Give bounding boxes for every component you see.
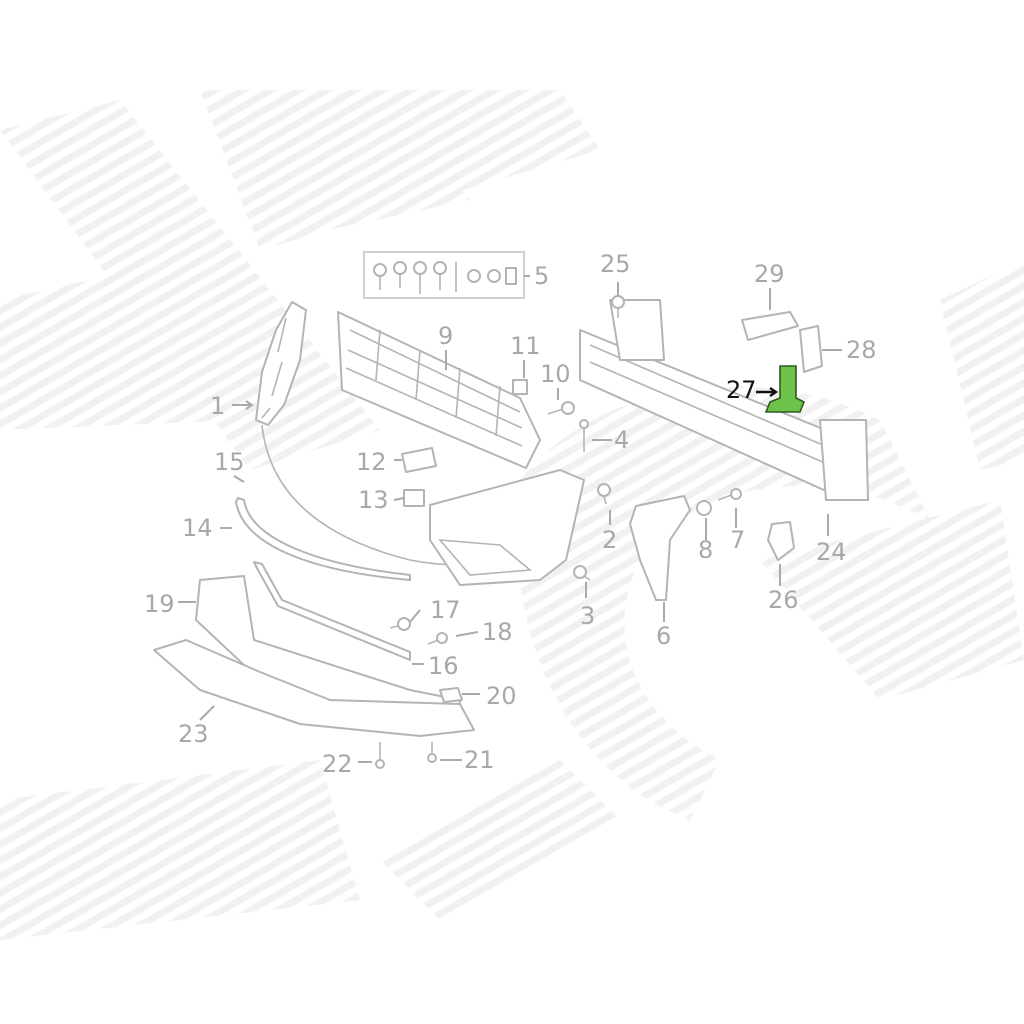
part-18-bolt	[427, 632, 448, 645]
callout-23: 23	[178, 720, 209, 748]
part-22-screw	[375, 742, 385, 769]
callout-3: 3	[580, 602, 595, 630]
callout-1: 1	[210, 392, 225, 420]
part-5-fastener-set	[363, 251, 525, 299]
callout-5: 5	[534, 262, 549, 290]
part-10-bolt	[547, 401, 575, 415]
callout-4: 4	[614, 426, 629, 454]
part-1-bracket	[255, 301, 307, 426]
callout-11: 11	[510, 332, 541, 360]
bumper-cover	[429, 469, 585, 586]
callout-7: 7	[730, 526, 745, 554]
callout-21: 21	[464, 746, 495, 774]
callout-19: 19	[144, 590, 175, 618]
part-6-guide	[629, 495, 691, 601]
callout-9: 9	[438, 322, 453, 350]
callout-2: 2	[602, 526, 617, 554]
callout-28: 28	[846, 336, 877, 364]
callout-16: 16	[428, 652, 459, 680]
part-12-cover	[401, 447, 437, 473]
leader-lines	[178, 275, 842, 763]
callout-20: 20	[486, 682, 517, 710]
callout-labels: 1 2 3 4 5 6 7 8 9 10 11 12 13 14 15 16 1…	[144, 250, 877, 778]
part-16-lower-trim	[253, 561, 411, 661]
part-4-rivet	[579, 419, 589, 452]
callout-15: 15	[214, 448, 245, 476]
callout-14: 14	[182, 514, 213, 542]
part-14-trim	[235, 497, 411, 581]
part-8-nut	[696, 500, 712, 516]
part-26-bracket	[767, 521, 795, 561]
part-13-clip	[403, 489, 425, 507]
callout-27: 27	[726, 376, 757, 404]
callout-25: 25	[600, 250, 631, 278]
callout-17: 17	[430, 596, 461, 624]
part-29-bracket	[741, 311, 799, 341]
callout-24: 24	[816, 538, 847, 566]
callout-13: 13	[358, 486, 389, 514]
part-7-bolt	[717, 488, 742, 501]
part-24-reinforcement-bar	[579, 299, 869, 501]
callout-18: 18	[482, 618, 513, 646]
part-2-screw	[597, 483, 611, 505]
part-21-screw	[427, 742, 437, 763]
part-3-screw	[573, 565, 591, 581]
callout-29: 29	[754, 260, 785, 288]
part-23-underbody	[153, 639, 475, 737]
callout-8: 8	[698, 536, 713, 564]
part-25-bolt	[611, 295, 625, 318]
part-28-bracket	[799, 325, 823, 373]
part-9-grille	[337, 311, 541, 469]
callout-22: 22	[322, 750, 353, 778]
part-27-bracket-highlighted	[764, 365, 806, 413]
part-17-bolt	[389, 617, 411, 631]
callout-10: 10	[540, 360, 571, 388]
part-11-clip	[512, 379, 528, 395]
part-20-clip	[439, 687, 463, 703]
callout-26: 26	[768, 586, 799, 614]
callout-6: 6	[656, 622, 671, 650]
callout-12: 12	[356, 448, 387, 476]
